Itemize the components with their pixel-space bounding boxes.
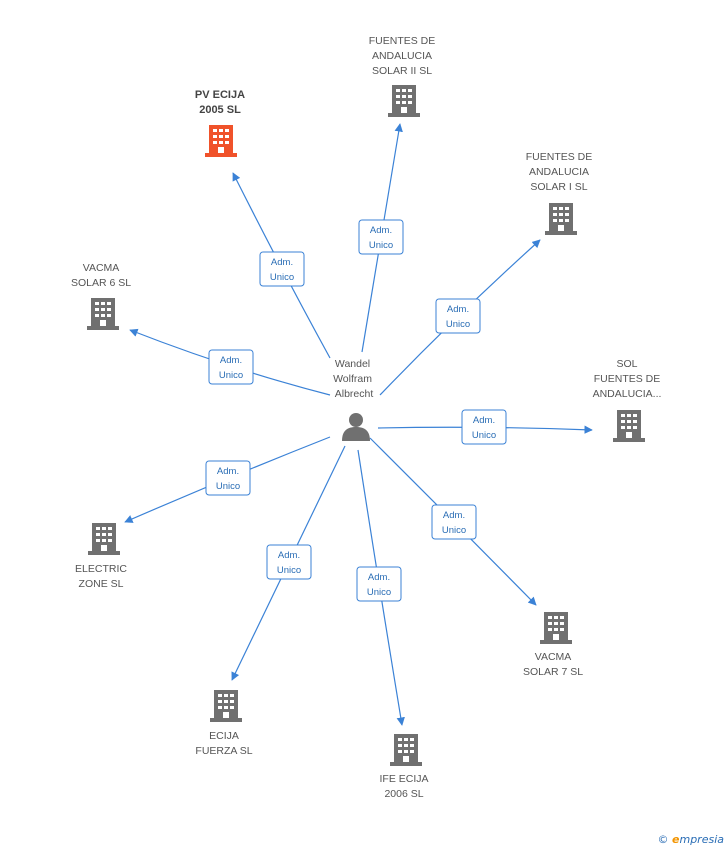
- edge-label-text: Unico: [446, 319, 470, 330]
- center-name: Wandel Wolfram Albrecht: [333, 358, 375, 400]
- building-icon: [210, 690, 242, 722]
- company-node-vacma-solar-6-sl[interactable]: VACMA SOLAR 6 SL: [71, 262, 131, 330]
- edge-label-text: Adm.: [473, 415, 495, 426]
- edge-label-box: [435, 298, 481, 334]
- building-icon: [87, 298, 119, 330]
- copyright-icon: ©: [657, 833, 669, 846]
- edge-label-text: Unico: [369, 240, 393, 251]
- company-name-line: ANDALUCIA: [372, 50, 432, 62]
- edge-label-box: [259, 251, 305, 287]
- company-name-line: SOLAR I SL: [530, 181, 587, 193]
- company-node-pv-ecija-2005-sl[interactable]: PV ECIJA 2005 SL: [195, 89, 245, 157]
- company-name-line: IFE ECIJA: [379, 773, 428, 785]
- company-name-line: 2006 SL: [384, 788, 423, 800]
- company-node-ecija-fuerza-sl[interactable]: ECIJA FUERZA SL: [195, 690, 253, 757]
- company-name-line: SOLAR 7 SL: [523, 666, 583, 678]
- edge-label-text: Adm.: [447, 304, 469, 315]
- edge-label-text: Adm.: [368, 572, 390, 583]
- brand-logo-text: mpresia: [679, 833, 724, 846]
- company-name-line: ECIJA: [209, 730, 239, 742]
- edge-label-ife-ecija-2006-sl[interactable]: Adm. Unico: [356, 566, 402, 602]
- center-name-line: Albrecht: [335, 388, 374, 400]
- edge-labels-layer: Adm.UnicoAdm.UnicoAdm.UnicoAdm.UnicoAdm.…: [205, 219, 507, 602]
- company-name: FUENTES DE ANDALUCIA SOLAR II SL: [369, 35, 436, 77]
- company-name-line: PV ECIJA: [195, 89, 245, 101]
- edge-label-text: Adm.: [217, 466, 239, 477]
- edge-label-pv-ecija-2005-sl[interactable]: Adm. Unico: [259, 251, 305, 287]
- company-name: FUENTES DE ANDALUCIA SOLAR I SL: [526, 151, 593, 193]
- footer-brand: © empresia: [658, 833, 724, 846]
- edge-label-sol-fuentes-de-andalucia[interactable]: Adm. Unico: [461, 409, 507, 445]
- person-icon: [342, 413, 370, 441]
- company-name: ECIJA FUERZA SL: [195, 730, 252, 757]
- edge-label-electric-zone-sl[interactable]: Adm. Unico: [205, 460, 251, 496]
- building-icon: [388, 85, 420, 117]
- building-icon: [540, 612, 572, 644]
- company-name-line: FUERZA SL: [195, 745, 252, 757]
- edge-label-box: [356, 566, 402, 602]
- company-name-line: SOLAR II SL: [372, 65, 432, 77]
- building-icon: [390, 734, 422, 766]
- edge-label-box: [461, 409, 507, 445]
- building-icon: [88, 523, 120, 555]
- company-name-line: FUENTES DE: [526, 151, 593, 163]
- center-name-line: Wandel: [335, 358, 370, 370]
- building-icon: [613, 410, 645, 442]
- company-node-electric-zone-sl[interactable]: ELECTRIC ZONE SL: [75, 523, 127, 590]
- company-name-line: SOL: [616, 358, 637, 370]
- edge-label-text: Unico: [216, 481, 240, 492]
- edge-label-text: Unico: [472, 430, 496, 441]
- company-node-fuentes-de-andalucia-solar-ii-sl[interactable]: FUENTES DE ANDALUCIA SOLAR II SL: [369, 35, 436, 117]
- company-name: PV ECIJA 2005 SL: [195, 89, 245, 116]
- edge-label-box: [358, 219, 404, 255]
- edge-label-fuentes-de-andalucia-solar-ii-sl[interactable]: Adm. Unico: [358, 219, 404, 255]
- brand-logo-e: e: [672, 833, 680, 846]
- edge-label-text: Unico: [219, 370, 243, 381]
- edge-label-box: [431, 504, 477, 540]
- company-name-line: SOLAR 6 SL: [71, 277, 131, 289]
- company-name-line: VACMA: [535, 651, 572, 663]
- company-node-vacma-solar-7-sl[interactable]: VACMA SOLAR 7 SL: [523, 612, 583, 678]
- edge-label-box: [205, 460, 251, 496]
- company-name: VACMA SOLAR 6 SL: [71, 262, 131, 289]
- building-icon: [205, 125, 237, 157]
- company-node-sol-fuentes-de-andalucia[interactable]: SOL FUENTES DE ANDALUCIA...: [593, 358, 662, 442]
- company-name-line: 2005 SL: [199, 104, 241, 116]
- edge-label-text: Adm.: [271, 257, 293, 268]
- company-name: IFE ECIJA 2006 SL: [379, 773, 428, 800]
- edge-label-ecija-fuerza-sl[interactable]: Adm. Unico: [266, 544, 312, 580]
- center-name-line: Wolfram: [333, 373, 372, 385]
- nodes-layer: PV ECIJA 2005 SL FUENTES DE ANDALUCIA SOLAR …: [71, 35, 661, 800]
- edge-label-text: Adm.: [443, 510, 465, 521]
- company-name-line: FUENTES DE: [369, 35, 436, 47]
- company-name-line: FUENTES DE: [594, 373, 661, 385]
- center-person-node[interactable]: Wandel Wolfram Albrecht: [333, 358, 375, 441]
- edge-label-text: Adm.: [220, 355, 242, 366]
- company-name-line: ANDALUCIA: [529, 166, 589, 178]
- edge-label-text: Unico: [270, 272, 294, 283]
- company-name: SOL FUENTES DE ANDALUCIA...: [593, 358, 662, 400]
- company-name-line: ANDALUCIA...: [593, 388, 662, 400]
- edge-label-text: Unico: [442, 525, 466, 536]
- company-node-fuentes-de-andalucia-solar-i-sl[interactable]: FUENTES DE ANDALUCIA SOLAR I SL: [526, 151, 593, 235]
- company-name: VACMA SOLAR 7 SL: [523, 651, 583, 678]
- edge-label-text: Unico: [367, 587, 391, 598]
- company-name-line: VACMA: [83, 262, 120, 274]
- company-name-line: ELECTRIC: [75, 563, 127, 575]
- building-icon: [545, 203, 577, 235]
- edge-label-box: [266, 544, 312, 580]
- edge-label-text: Adm.: [370, 225, 392, 236]
- company-name: ELECTRIC ZONE SL: [75, 563, 127, 590]
- edge-label-box: [208, 349, 254, 385]
- edge-label-fuentes-de-andalucia-solar-i-sl[interactable]: Adm. Unico: [435, 298, 481, 334]
- edge-label-text: Unico: [277, 565, 301, 576]
- edge-label-text: Adm.: [278, 550, 300, 561]
- company-node-ife-ecija-2006-sl[interactable]: IFE ECIJA 2006 SL: [379, 734, 429, 800]
- edge-label-vacma-solar-7-sl[interactable]: Adm. Unico: [431, 504, 477, 540]
- edge-label-vacma-solar-6-sl[interactable]: Adm. Unico: [208, 349, 254, 385]
- company-name-line: ZONE SL: [79, 578, 124, 590]
